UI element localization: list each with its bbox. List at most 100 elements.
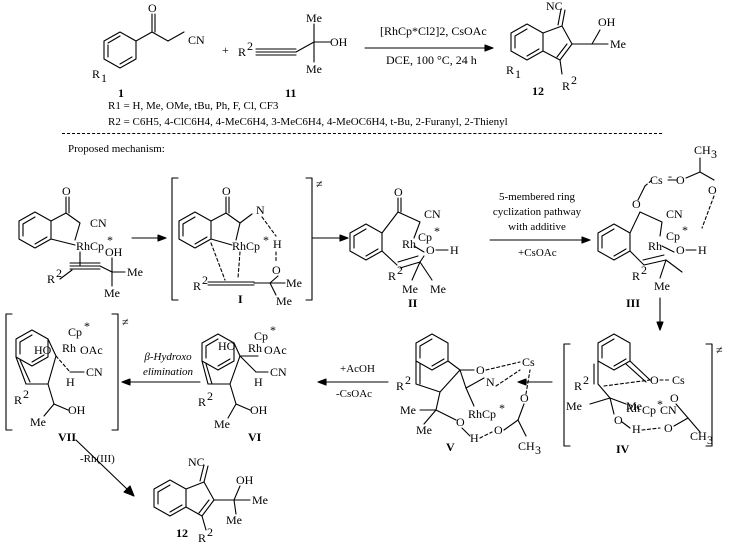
svg-text:Me: Me	[402, 282, 418, 296]
r2-definition: R2 = C6H5, 4-ClC6H4, 4-MeC6H4, 3-MeC6H4,…	[108, 116, 508, 128]
svg-text:Me: Me	[252, 493, 268, 507]
svg-text:Me: Me	[226, 513, 242, 527]
svg-text:O: O	[632, 197, 641, 211]
svg-text:2: 2	[405, 373, 411, 387]
svg-text:*: *	[84, 319, 90, 333]
svg-text:OH: OH	[68, 403, 86, 417]
svg-text:≠: ≠	[122, 315, 129, 329]
svg-text:O: O	[494, 423, 503, 437]
svg-text:O: O	[650, 373, 659, 387]
svg-text:OAc: OAc	[80, 343, 103, 357]
arrow-2	[311, 234, 349, 242]
svg-text:*: *	[682, 223, 688, 237]
label-V: V	[446, 440, 455, 454]
arrow-3	[489, 236, 591, 244]
svg-text:NC: NC	[188, 455, 205, 469]
svg-text:OH: OH	[250, 403, 268, 417]
svg-text:R: R	[198, 395, 206, 409]
divider	[62, 133, 662, 134]
svg-text:HO: HO	[218, 339, 236, 353]
svg-text:H: H	[254, 375, 263, 389]
svg-text:CN: CN	[660, 403, 677, 417]
arrow-4	[656, 297, 664, 331]
svg-text:CN: CN	[90, 216, 107, 230]
svg-text:Me: Me	[127, 265, 143, 279]
svg-text:CN: CN	[270, 365, 287, 379]
svg-text:R: R	[562, 79, 570, 93]
label-IV: IV	[616, 442, 630, 456]
svg-text:OH: OH	[330, 35, 348, 49]
svg-text:Cp: Cp	[642, 403, 656, 417]
svg-text:H: H	[273, 237, 282, 251]
svg-text:RhCp: RhCp	[232, 239, 260, 253]
svg-text:Me: Me	[286, 276, 302, 290]
svg-text:O: O	[614, 413, 623, 427]
svg-text:O: O	[708, 183, 717, 197]
svg-text:2: 2	[397, 263, 403, 277]
svg-text:R: R	[92, 67, 100, 81]
svg-text:Rh: Rh	[648, 239, 662, 253]
label-I: I	[238, 292, 243, 306]
svg-text:O: O	[148, 1, 157, 15]
arrow-7	[121, 378, 201, 386]
svg-text:H: H	[66, 375, 75, 389]
svg-text:Me: Me	[654, 279, 670, 293]
svg-text:Me: Me	[566, 399, 582, 413]
r1-definition: R1 = H, Me, OMe, tBu, Ph, F, Cl, CF3	[108, 100, 279, 112]
svg-text:Me: Me	[104, 286, 120, 300]
svg-text:R: R	[193, 279, 201, 293]
label-final-12: 12	[176, 526, 188, 540]
svg-text:R: R	[47, 272, 55, 286]
reagents-label: [RhCp*Cl2]2, CsOAc	[380, 24, 487, 38]
svg-text:3: 3	[707, 433, 713, 447]
svg-text:OH: OH	[236, 473, 254, 487]
svg-text:O: O	[222, 184, 231, 198]
svg-text:CN: CN	[86, 365, 103, 379]
svg-text:R: R	[506, 63, 514, 77]
svg-text:O: O	[394, 185, 403, 199]
svg-text:O: O	[520, 391, 529, 405]
svg-text:R: R	[388, 269, 396, 283]
arrow-8	[75, 439, 135, 497]
svg-text:*: *	[657, 397, 663, 411]
svg-text:CH: CH	[690, 429, 707, 443]
svg-text:H: H	[632, 422, 641, 436]
arrow-5	[517, 378, 553, 386]
svg-text:≠: ≠	[316, 177, 323, 191]
svg-text:2: 2	[571, 73, 577, 87]
svg-text:≠: ≠	[716, 343, 723, 357]
svg-text:Rh: Rh	[62, 341, 76, 355]
mechanism-title: Proposed mechanism:	[68, 143, 165, 155]
svg-text:Rh: Rh	[402, 237, 416, 251]
svg-text:CH: CH	[518, 439, 535, 453]
svg-text:Me: Me	[306, 62, 322, 76]
svg-text:N: N	[256, 203, 265, 217]
svg-text:O: O	[676, 243, 685, 257]
svg-text:N: N	[486, 375, 495, 389]
svg-text:Me: Me	[276, 294, 292, 308]
svg-text:O: O	[272, 263, 281, 277]
svg-text:1: 1	[515, 67, 521, 81]
svg-text:2: 2	[583, 373, 589, 387]
svg-text:OH: OH	[105, 245, 123, 259]
svg-text:Me: Me	[430, 282, 446, 296]
svg-text:2: 2	[207, 525, 213, 539]
conditions-label: DCE, 100 °C, 24 h	[386, 53, 477, 67]
svg-text:Cp: Cp	[418, 230, 432, 244]
minus-rh-label: -Rh(III)	[80, 453, 115, 465]
label-VII: VII	[58, 430, 77, 444]
svg-text:O: O	[676, 173, 685, 187]
label-VI: VI	[248, 430, 262, 444]
label-III: III	[626, 296, 641, 310]
svg-text:R: R	[632, 269, 640, 283]
